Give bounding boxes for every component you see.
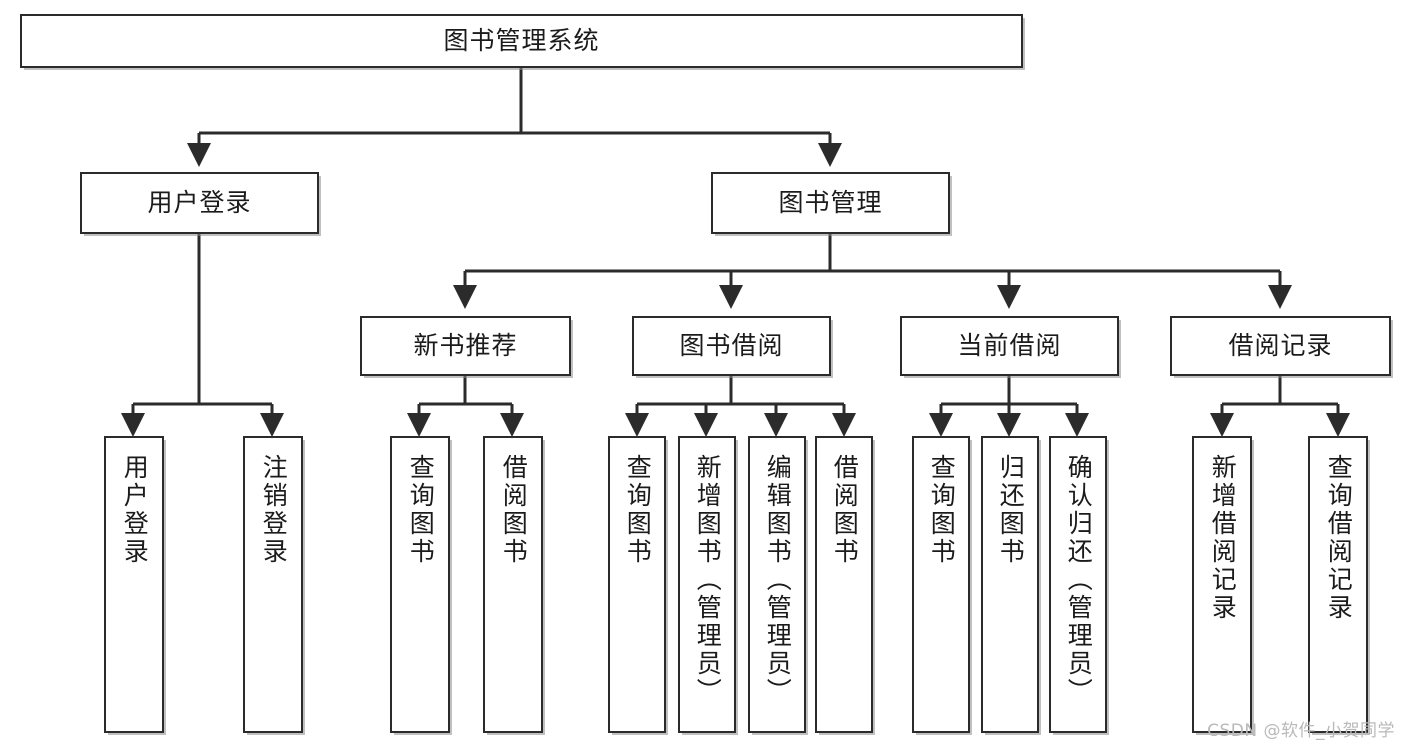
node-current-borrow[interactable]: 当前借阅 [900, 316, 1119, 376]
node-leaf-return-book[interactable]: 归还图书 [981, 436, 1039, 733]
node-leaf-borrow-book-2-label: 借阅图书 [830, 454, 860, 566]
node-leaf-query-record[interactable]: 查询借阅记录 [1308, 436, 1368, 733]
node-leaf-add-book-label: 新增图书（管理员） [693, 454, 723, 706]
node-leaf-query-book-3[interactable]: 查询图书 [912, 436, 970, 733]
node-leaf-borrow-book-1[interactable]: 借阅图书 [483, 436, 543, 733]
node-root-label: 图书管理系统 [443, 26, 600, 56]
node-book-manage[interactable]: 图书管理 [711, 172, 950, 234]
node-leaf-query-book-3-label: 查询图书 [927, 454, 957, 566]
node-leaf-query-book-2[interactable]: 查询图书 [608, 436, 666, 733]
node-current-borrow-label: 当前借阅 [957, 331, 1062, 361]
node-leaf-edit-book[interactable]: 编辑图书（管理员） [748, 436, 806, 733]
node-leaf-borrow-book-1-label: 借阅图书 [499, 454, 529, 566]
node-leaf-confirm-return-label: 确认归还（管理员） [1064, 454, 1094, 706]
node-root[interactable]: 图书管理系统 [20, 14, 1023, 68]
node-leaf-edit-book-label: 编辑图书（管理员） [763, 454, 793, 706]
node-leaf-user-login[interactable]: 用户登录 [104, 436, 164, 733]
node-leaf-logout-label: 注销登录 [259, 454, 289, 566]
node-leaf-query-book-2-label: 查询图书 [623, 454, 653, 566]
node-leaf-query-record-label: 查询借阅记录 [1324, 454, 1354, 622]
node-book-borrow[interactable]: 图书借阅 [632, 316, 831, 376]
node-new-book-rec[interactable]: 新书推荐 [360, 316, 571, 376]
node-leaf-user-login-label: 用户登录 [120, 454, 150, 566]
node-leaf-add-record[interactable]: 新增借阅记录 [1192, 436, 1252, 733]
node-user-login[interactable]: 用户登录 [80, 172, 319, 234]
node-leaf-query-book-1-label: 查询图书 [406, 454, 436, 566]
node-leaf-add-book[interactable]: 新增图书（管理员） [678, 436, 736, 733]
node-book-borrow-label: 图书借阅 [679, 331, 784, 361]
watermark: CSDN @软件_小贺同学 [1207, 721, 1395, 741]
node-borrow-record-label: 借阅记录 [1228, 331, 1333, 361]
node-book-manage-label: 图书管理 [778, 188, 883, 218]
node-leaf-query-book-1[interactable]: 查询图书 [390, 436, 450, 733]
node-new-book-rec-label: 新书推荐 [413, 331, 518, 361]
node-user-login-label: 用户登录 [147, 188, 252, 218]
node-leaf-return-book-label: 归还图书 [996, 454, 1026, 566]
node-leaf-confirm-return[interactable]: 确认归还（管理员） [1049, 436, 1107, 733]
node-leaf-add-record-label: 新增借阅记录 [1208, 454, 1238, 622]
node-leaf-logout[interactable]: 注销登录 [243, 436, 303, 733]
node-leaf-borrow-book-2[interactable]: 借阅图书 [815, 436, 873, 733]
node-borrow-record[interactable]: 借阅记录 [1170, 316, 1391, 376]
